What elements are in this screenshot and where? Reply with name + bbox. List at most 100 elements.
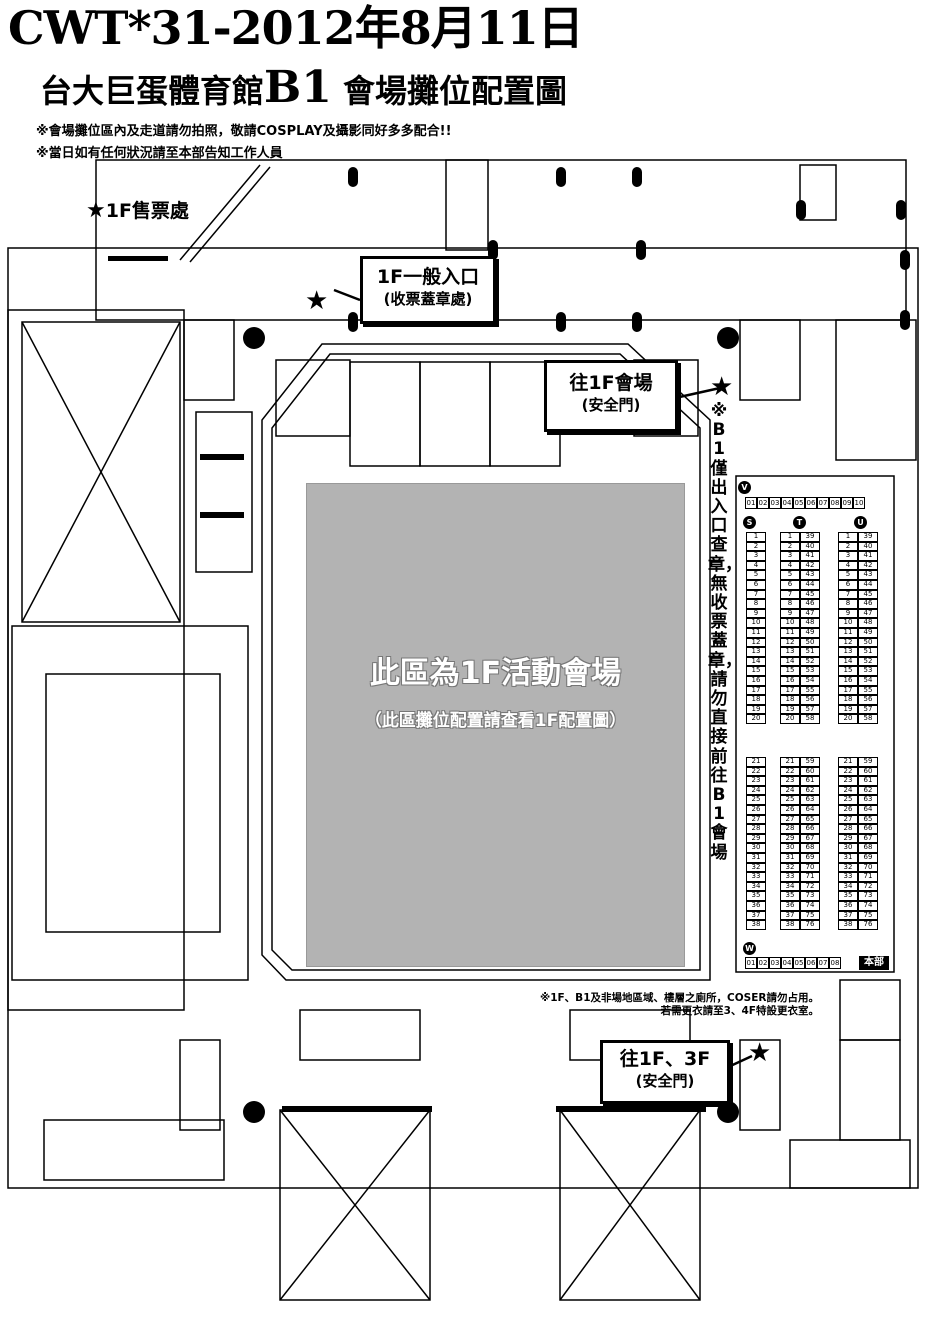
booth-u-57: 57 <box>858 704 878 715</box>
booth-t-63: 63 <box>800 795 820 805</box>
booth-t-34: 34 <box>780 881 800 892</box>
booth-u-22: 22 <box>838 766 858 777</box>
booth-t-30: 30 <box>780 843 800 853</box>
booth-v-06: 06 <box>805 497 817 509</box>
booth-w-04: 04 <box>781 957 793 969</box>
booth-u-72: 72 <box>858 881 878 892</box>
booth-t-62: 62 <box>800 785 820 796</box>
booth-s-20: 20 <box>746 714 766 724</box>
booth-u-61: 61 <box>858 776 878 786</box>
booth-s-35: 35 <box>746 891 766 901</box>
booth-s-18: 18 <box>746 695 766 705</box>
row-label-t: T <box>793 516 806 529</box>
booth-t-19: 19 <box>780 704 800 715</box>
booth-t-36: 36 <box>780 901 800 911</box>
booth-t-56: 56 <box>800 695 820 705</box>
booth-u-11: 11 <box>838 628 858 638</box>
booth-t-58: 58 <box>800 714 820 724</box>
row-label-u: U <box>854 516 867 529</box>
booth-u-49: 49 <box>858 628 878 638</box>
booth-t-22: 22 <box>780 766 800 777</box>
1f-event-area: 此區為1F活動會場 （此區攤位配置請查看1F配置圖） <box>306 483 685 967</box>
staff-notice: ※當日如有任何狀況請至本部告知工作人員 <box>36 146 283 161</box>
booth-s-5: 5 <box>746 570 766 580</box>
footer-notice-line2: 若需更衣請至3、4F特設更衣室。 <box>660 1005 819 1017</box>
star-icon: ★ <box>710 372 734 402</box>
booth-t-12: 12 <box>780 637 800 648</box>
booth-t-60: 60 <box>800 766 820 777</box>
to-1f-3f-subtitle: (安全門) <box>635 1072 695 1090</box>
footer-notice: ※1F、B1及非場地區域、樓層之廁所，COSER請勿占用。 若需更衣請至3、4F… <box>540 992 819 1018</box>
booth-v-10: 10 <box>853 497 865 509</box>
booth-t-17: 17 <box>780 685 800 696</box>
booth-u-69: 69 <box>858 853 878 863</box>
booth-u-66: 66 <box>858 824 878 834</box>
booth-v-09: 09 <box>841 497 853 509</box>
booth-t-11: 11 <box>780 628 800 638</box>
booth-t-20: 20 <box>780 714 800 724</box>
booth-u-9: 9 <box>838 608 858 619</box>
booth-u-3: 3 <box>838 551 858 561</box>
booth-t-38: 38 <box>780 920 800 930</box>
booth-u-75: 75 <box>858 910 878 921</box>
booth-u-27: 27 <box>838 814 858 825</box>
booth-v-02: 02 <box>757 497 769 509</box>
booth-t-15: 15 <box>780 666 800 676</box>
booth-t-6: 6 <box>780 580 800 590</box>
booth-u-42: 42 <box>858 560 878 571</box>
booth-u-16: 16 <box>838 676 858 686</box>
entrance-subtitle: (收票蓋章處) <box>383 290 473 308</box>
booth-s-31: 31 <box>746 853 766 863</box>
booth-u-58: 58 <box>858 714 878 724</box>
booth-u-31: 31 <box>838 853 858 863</box>
page-subtitle: 台大巨蛋體育館B1 會場攤位配置圖 <box>40 66 567 113</box>
booth-s-24: 24 <box>746 785 766 796</box>
booth-u-20: 20 <box>838 714 858 724</box>
booth-u-23: 23 <box>838 776 858 786</box>
booth-u-70: 70 <box>858 862 878 873</box>
booth-u-53: 53 <box>858 666 878 676</box>
booth-v-01: 01 <box>745 497 757 509</box>
booth-u-24: 24 <box>838 785 858 796</box>
booth-t-9: 9 <box>780 608 800 619</box>
booth-u-14: 14 <box>838 656 858 667</box>
booth-s-1: 1 <box>746 532 766 542</box>
booth-u-60: 60 <box>858 766 878 777</box>
booth-s-38: 38 <box>746 920 766 930</box>
booth-u-63: 63 <box>858 795 878 805</box>
booth-u-17: 17 <box>838 685 858 696</box>
row-label-v: V <box>738 481 751 494</box>
subtitle-venue: 台大巨蛋體育館 <box>40 72 265 110</box>
photo-notice: ※會場攤位區內及走道請勿拍照，敬請COSPLAY及攝影同好多多配合!! <box>36 124 452 139</box>
ticket-office-text: 1F售票處 <box>105 200 189 222</box>
booth-t-33: 33 <box>780 872 800 882</box>
booth-t-44: 44 <box>800 580 820 590</box>
booth-t-24: 24 <box>780 785 800 796</box>
booth-t-59: 59 <box>800 757 820 767</box>
booth-t-51: 51 <box>800 647 820 657</box>
booth-t-55: 55 <box>800 685 820 696</box>
booth-t-32: 32 <box>780 862 800 873</box>
booth-u-5: 5 <box>838 570 858 580</box>
to-1f-title: 往1F會場 <box>569 372 653 394</box>
booth-u-51: 51 <box>858 647 878 657</box>
booth-u-38: 38 <box>838 920 858 930</box>
booth-t-48: 48 <box>800 618 820 628</box>
booth-s-22: 22 <box>746 766 766 777</box>
booth-s-33: 33 <box>746 872 766 882</box>
booth-u-74: 74 <box>858 901 878 911</box>
booth-t-3: 3 <box>780 551 800 561</box>
booth-u-12: 12 <box>838 637 858 648</box>
star-icon: ★ <box>748 1038 772 1068</box>
booth-t-7: 7 <box>780 589 800 600</box>
booth-u-13: 13 <box>838 647 858 657</box>
booth-s-8: 8 <box>746 599 766 609</box>
booth-u-46: 46 <box>858 599 878 609</box>
page-title: CWT*31-2012年8月11日 <box>8 1 584 55</box>
headquarters-label: 本部 <box>859 956 889 970</box>
booth-s-26: 26 <box>746 805 766 815</box>
booth-u-33: 33 <box>838 872 858 882</box>
booth-u-6: 6 <box>838 580 858 590</box>
booth-u-7: 7 <box>838 589 858 600</box>
booth-t-65: 65 <box>800 814 820 825</box>
